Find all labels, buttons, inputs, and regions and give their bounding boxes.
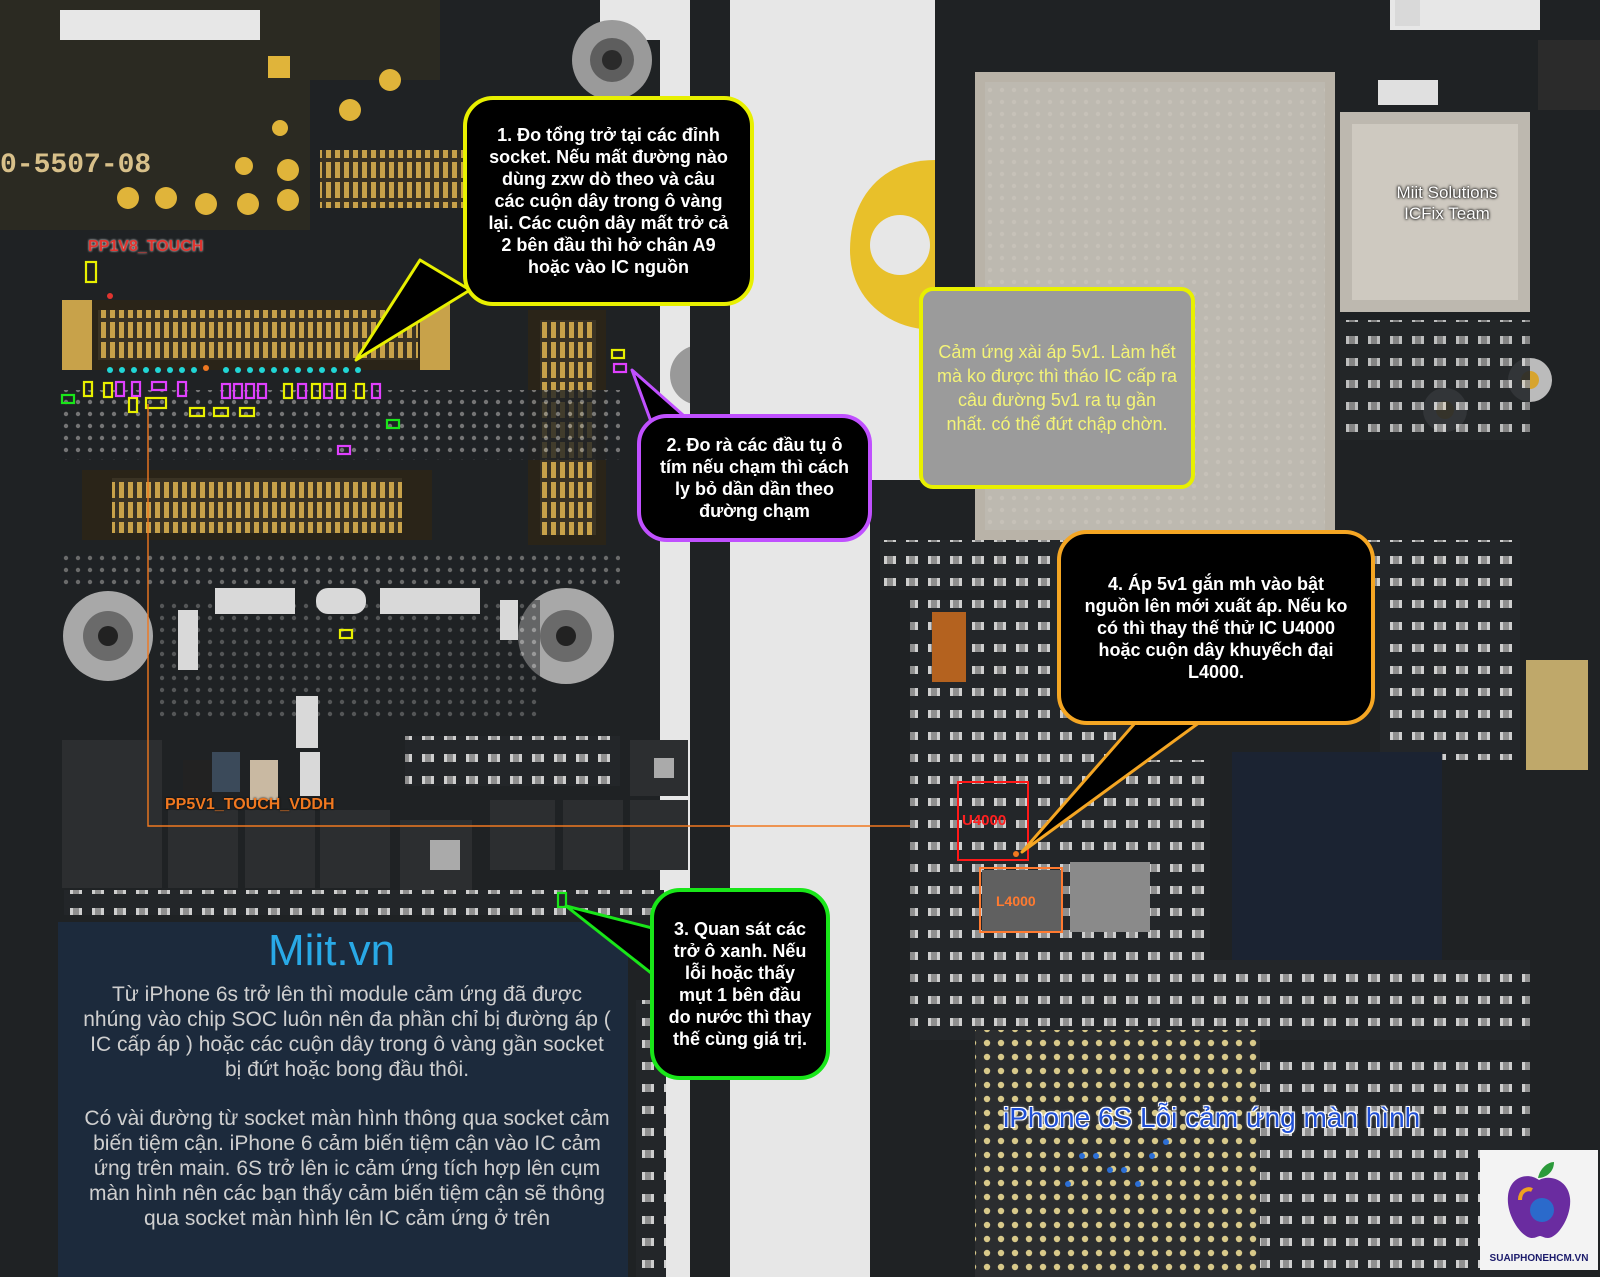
green-marker-boxes — [60, 393, 568, 909]
callout-step1: 1. Đo tổng trở tại các đỉnh socket. Nếu … — [463, 96, 754, 306]
suaiphonehcm-logo: SUAIPHONEHCM.VN — [1480, 1150, 1598, 1270]
description-paragraph-2: Có vài đường từ socket màn hình thông qu… — [84, 1107, 610, 1230]
team-line-2: ICFix Team — [1404, 204, 1490, 223]
site-title: Miit.vn — [268, 926, 396, 975]
callout-step1-text: 1. Đo tổng trở tại các đỉnh socket. Nếu … — [488, 125, 729, 277]
u4000-label: U4000 — [962, 812, 1007, 829]
callout-gray-note: Cảm ứng xài áp 5v1. Làm hết mà ko được t… — [919, 287, 1195, 489]
callout-step4-text: 4. Áp 5v1 gắn mh vào bật nguồn lên mới x… — [1084, 573, 1348, 682]
description-paragraph-1: Từ iPhone 6s trở lên thì module cảm ứng … — [83, 983, 611, 1081]
logo-text: SUAIPHONEHCM.VN — [1489, 1253, 1589, 1264]
callout-step2-text: 2. Đo rà các đầu tụ ô tím nếu chạm thì c… — [659, 435, 850, 521]
apple-logo-icon — [1507, 1162, 1571, 1238]
yellow-marker-boxes — [82, 260, 626, 640]
l4000-label: L4000 — [996, 893, 1036, 909]
callout-step3: 3. Quan sát các trở ô xanh. Nếu lỗi hoặc… — [650, 888, 830, 1080]
team-label: Miit Solutions ICFix Team — [1372, 182, 1522, 224]
callout1-pointer — [354, 258, 472, 362]
l4000-outline — [979, 867, 1063, 933]
pp1v8-touch-label: PP1V8_TOUCH — [88, 238, 204, 255]
cyan-test-points — [107, 367, 361, 373]
callout-gray-note-text: Cảm ứng xài áp 5v1. Làm hết mà ko được t… — [937, 342, 1177, 434]
pp5v1-touch-vddh-label: PP5V1_TOUCH_VDDH — [165, 796, 335, 813]
pcb-part-number: 0-5507-08 — [0, 150, 152, 181]
callout-step4: 4. Áp 5v1 gắn mh vào bật nguồn lên mới x… — [1057, 530, 1375, 725]
diagram-title: iPhone 6S Lỗi cảm ứng màn hình — [1003, 1102, 1421, 1133]
left-logic-board — [0, 0, 744, 1277]
callout-step3-text: 3. Quan sát các trở ô xanh. Nếu lỗi hoặc… — [668, 919, 812, 1049]
description: Từ iPhone 6s trở lên thì module cảm ứng … — [82, 982, 612, 1255]
pp5v1-trace-line — [147, 404, 910, 827]
callout-step2: 2. Đo rà các đầu tụ ô tím nếu chạm thì c… — [637, 414, 872, 542]
u4000-outline — [957, 781, 1029, 861]
team-line-1: Miit Solutions — [1396, 183, 1498, 202]
